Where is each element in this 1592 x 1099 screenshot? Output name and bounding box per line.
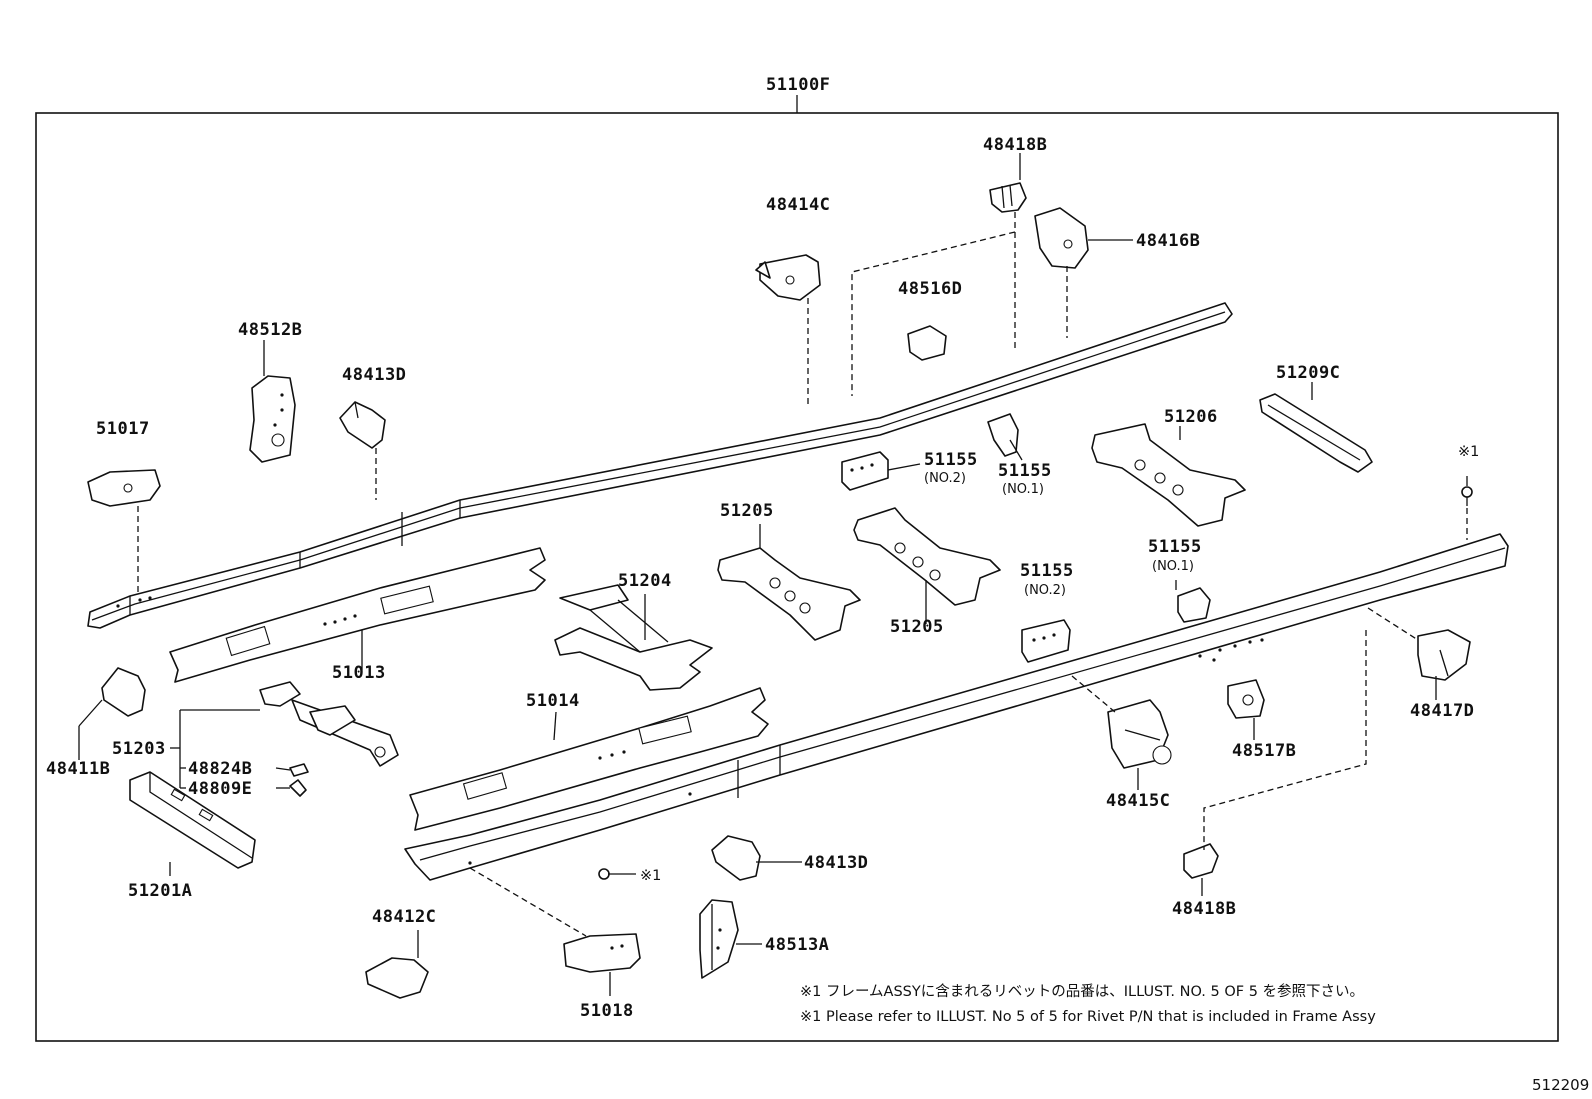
part-51206-crossmember <box>1091 423 1246 527</box>
note-japanese: ※1 フレームASSYに含まれるリベットの品番は、ILLUST. NO. 5 O… <box>800 983 1364 1000</box>
rivet-mark-top[interactable]: ※1 <box>1458 444 1479 460</box>
label-48413D-top[interactable]: 48413D <box>342 365 406 385</box>
label-51013[interactable]: 51013 <box>332 663 386 683</box>
rivet-bottom <box>598 868 610 880</box>
label-51204[interactable]: 51204 <box>618 571 672 591</box>
label-51155-b[interactable]: 51155 <box>998 461 1052 481</box>
label-51155-c-sub: (NO.1) <box>1152 559 1194 574</box>
dashed-connection-lines <box>137 212 1468 937</box>
part-51018-bracket <box>563 933 641 973</box>
part-48413D-top-bracket <box>339 401 386 449</box>
part-48416B-bracket <box>1034 207 1089 269</box>
note-english: ※1 Please refer to ILLUST. No 5 of 5 for… <box>800 1009 1376 1025</box>
label-48512B[interactable]: 48512B <box>238 320 302 340</box>
part-48415C-bracket <box>1107 699 1172 769</box>
rivet-mark-bottom[interactable]: ※1 <box>640 868 661 884</box>
label-48411B[interactable]: 48411B <box>46 759 110 779</box>
label-51017[interactable]: 51017 <box>96 419 150 439</box>
part-51155-no2-lower-plate <box>1021 619 1071 663</box>
part-48412C-bracket <box>365 957 429 999</box>
label-51155-b-sub: (NO.1) <box>1002 482 1044 497</box>
part-51209C-crossmember <box>1259 393 1373 473</box>
label-51203[interactable]: 51203 <box>112 739 166 759</box>
part-51201A-crossmember <box>129 771 256 869</box>
right-side-rail <box>404 533 1509 881</box>
part-51205-crossmember-bottom <box>853 507 1001 606</box>
label-48415C[interactable]: 48415C <box>1106 791 1170 811</box>
label-48809E[interactable]: 48809E <box>188 779 252 799</box>
label-48824B[interactable]: 48824B <box>188 759 252 779</box>
label-51155-d-sub: (NO.2) <box>1024 583 1066 598</box>
part-51013-rail <box>169 547 546 683</box>
label-48418B-top[interactable]: 48418B <box>983 135 1047 155</box>
label-51155-a[interactable]: 51155 <box>924 450 978 470</box>
part-48512B-bracket <box>249 375 296 463</box>
part-48414C-bracket <box>755 254 821 301</box>
label-48513A[interactable]: 48513A <box>765 935 829 955</box>
part-48418B-bottom-bracket <box>1183 843 1219 879</box>
part-48411B-bracket <box>101 667 146 717</box>
label-48413D-bottom[interactable]: 48413D <box>804 853 868 873</box>
main-assembly-label[interactable]: 51100F <box>766 75 830 95</box>
part-51205-crossmember-top <box>717 547 861 641</box>
part-48417D-bracket <box>1417 629 1471 681</box>
label-48412C[interactable]: 48412C <box>372 907 436 927</box>
label-51205-top[interactable]: 51205 <box>720 501 774 521</box>
part-48517B-bracket <box>1227 679 1265 719</box>
part-48513A-bracket <box>699 899 739 979</box>
label-51201A[interactable]: 51201A <box>128 881 192 901</box>
part-51155-no2-upper-plate <box>841 451 889 491</box>
label-48414C[interactable]: 48414C <box>766 195 830 215</box>
rivet-top <box>1461 486 1473 506</box>
part-51155-no1-lower-plate <box>1177 587 1211 623</box>
part-51155-no1-upper-plate <box>987 413 1019 457</box>
part-labels: 48418B 48414C 48416B 48516D 48512B 48413… <box>46 135 1479 1021</box>
part-48418B-top-bracket <box>989 182 1027 213</box>
label-51209C[interactable]: 51209C <box>1276 363 1340 383</box>
part-51014-rail <box>409 687 769 831</box>
part-48413D-bottom-bracket <box>711 835 761 881</box>
label-51206[interactable]: 51206 <box>1164 407 1218 427</box>
label-48517B[interactable]: 48517B <box>1232 741 1296 761</box>
leader-lines <box>78 153 1468 996</box>
left-side-rail <box>87 302 1233 629</box>
label-48418B-bottom[interactable]: 48418B <box>1172 899 1236 919</box>
part-48516D-bracket <box>907 325 947 361</box>
part-51204-crossmember <box>554 584 713 691</box>
label-51155-c[interactable]: 51155 <box>1148 537 1202 557</box>
label-51155-d[interactable]: 51155 <box>1020 561 1074 581</box>
part-48809E-clip <box>289 779 307 797</box>
label-51018[interactable]: 51018 <box>580 1001 634 1021</box>
label-48516D[interactable]: 48516D <box>898 279 962 299</box>
label-51014[interactable]: 51014 <box>526 691 580 711</box>
part-48824B-clip <box>289 763 309 777</box>
page-code: 512209 <box>1532 1076 1589 1094</box>
label-51205-bottom[interactable]: 51205 <box>890 617 944 637</box>
part-51017-bracket <box>87 469 161 507</box>
part-51203-crossmember <box>259 681 399 767</box>
label-51155-a-sub: (NO.2) <box>924 471 966 486</box>
label-48417D[interactable]: 48417D <box>1410 701 1474 721</box>
label-48416B[interactable]: 48416B <box>1136 231 1200 251</box>
